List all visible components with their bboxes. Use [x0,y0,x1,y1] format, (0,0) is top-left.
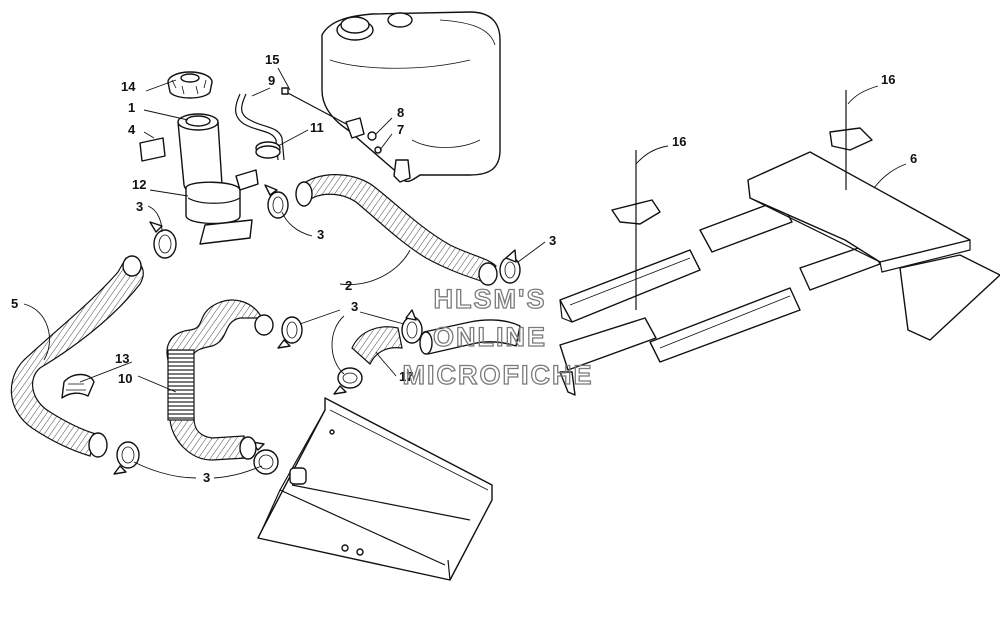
callout-3: 3 [317,227,324,242]
grommet [611,150,661,310]
callout-3: 3 [203,470,210,485]
callout-9: 9 [268,73,275,88]
hose-clamp [264,184,289,219]
callout-13: 13 [115,351,129,366]
watermark-line-3: MICROFICHE [403,360,594,390]
watermark-line-1: HLSM'S [434,284,547,314]
hose-clamp [401,309,423,344]
upper-coolant-hose [295,174,498,286]
callout-16: 16 [672,134,686,149]
callout-16: 16 [881,72,895,87]
watermark-line-2: ONLINE [433,322,547,352]
callout-15: 15 [265,52,279,67]
mounting-bolt [281,87,382,154]
callout-2: 2 [345,278,352,293]
coolant-reservoir [321,11,501,183]
heat-exchanger-panel [257,397,493,581]
hose-clamp [499,249,521,284]
leader-lines [23,67,907,479]
corrugated-hose [166,299,274,461]
callout-7: 7 [397,122,404,137]
callout-3: 3 [351,299,358,314]
callout-3: 3 [549,233,556,248]
hose-support-clip [61,373,95,399]
pressure-cap [167,71,213,99]
grommet [829,90,873,190]
hose-clamp [333,367,363,395]
elbow-hose [351,319,521,365]
tunnel-exchanger-left-lower [559,287,801,396]
callout-8: 8 [397,105,404,120]
tunnel-exchanger-left-upper [559,249,701,323]
callout-1: 1 [128,100,135,115]
callout-10: 10 [118,371,132,386]
lower-return-hose [10,255,144,458]
callout-17: 17 [399,369,413,384]
callout-6: 6 [910,151,917,166]
callout-4: 4 [128,122,136,137]
decal [139,137,166,162]
vent-hose-clip [235,93,285,161]
tunnel-exchanger-main [747,151,1000,341]
callout-11: 11 [310,120,324,135]
hose-clamp [149,221,177,259]
hose-clamp [113,441,140,475]
filler-neck [177,113,259,245]
callout-3: 3 [136,199,143,214]
callout-5: 5 [11,296,18,311]
hose-clamp [277,316,303,349]
callout-14: 14 [121,79,136,94]
watermark: HLSM'S ONLINE MICROFICHE [402,283,594,390]
callout-12: 12 [132,177,146,192]
